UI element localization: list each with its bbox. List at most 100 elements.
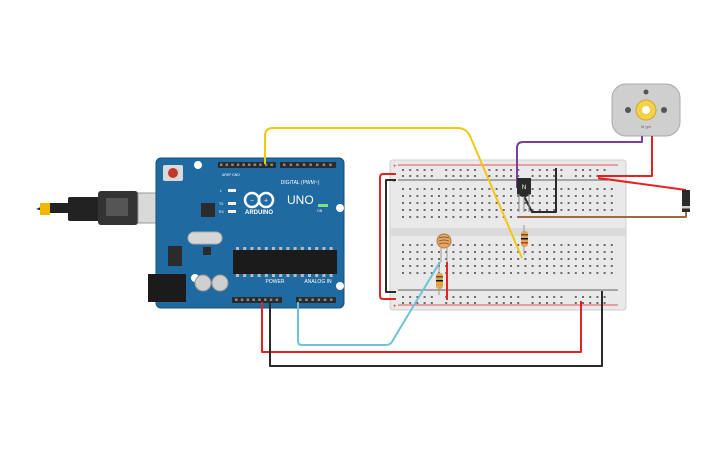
- breadboard-hole: [423, 209, 426, 211]
- chip-pin: [300, 274, 304, 277]
- header-pin: [330, 298, 333, 301]
- rail-hole: [495, 302, 498, 304]
- wire-black-rail-bridge: [385, 179, 396, 293]
- crystal-oscillator: [187, 231, 223, 245]
- breadboard-hole: [560, 265, 563, 267]
- rail-hole: [603, 302, 606, 304]
- transistor-label: N: [522, 185, 526, 191]
- motor-mount-hole: [643, 89, 649, 95]
- arduino-brand-text: ARDUINO: [245, 210, 273, 216]
- breadboard-hole: [481, 251, 484, 253]
- breadboard-hole: [502, 209, 505, 211]
- breadboard-hole: [574, 272, 577, 274]
- chip-pin: [293, 274, 297, 277]
- breadboard-hole: [430, 195, 433, 197]
- breadboard-hole: [495, 216, 498, 218]
- header-pin: [258, 298, 261, 301]
- breadboard-holes: [402, 169, 613, 304]
- rail-hole: [582, 302, 584, 304]
- rail-hole: [510, 296, 512, 298]
- gnd-label: GND: [232, 173, 240, 177]
- rail-hole: [488, 296, 491, 298]
- header-pin: [316, 163, 319, 166]
- rail-hole: [466, 175, 469, 177]
- breadboard-hole: [481, 209, 484, 211]
- wire-black-transistor-to-ground: [523, 168, 557, 213]
- rail-hole: [409, 302, 412, 304]
- breadboard-hole: [538, 195, 541, 197]
- breadboard-hole: [495, 244, 498, 246]
- breadboard-hole: [531, 244, 534, 246]
- rail-hole: [538, 296, 541, 298]
- breadboard-hole: [603, 272, 606, 274]
- rail-hole: [430, 302, 433, 304]
- breadboard-hole: [502, 244, 505, 246]
- header-pin: [289, 163, 293, 166]
- breadboard-hole: [560, 244, 563, 246]
- breadboard-hole: [488, 202, 491, 204]
- breadboard-hole: [524, 265, 527, 267]
- breadboard-hole: [466, 265, 469, 267]
- rail-hole: [553, 296, 556, 298]
- breadboard-hole: [538, 251, 541, 253]
- dc-motor: M gm: [611, 83, 681, 137]
- breadboard-hole: [495, 272, 498, 274]
- arduino-logo: − +: [243, 191, 275, 209]
- breadboard-hole: [423, 258, 426, 260]
- breadboard-hole: [452, 272, 455, 274]
- led-tx: [228, 202, 236, 205]
- breadboard-hole: [574, 209, 577, 211]
- usb-cable-grip: [68, 197, 100, 221]
- rail-hole: [574, 296, 577, 298]
- power-header: [232, 297, 282, 303]
- breadboard-hole: [596, 202, 599, 204]
- breadboard-hole: [402, 272, 404, 274]
- rail-hole: [538, 175, 541, 177]
- breadboard-hole: [531, 251, 534, 253]
- rail-hole: [582, 175, 584, 177]
- breadboard-hole: [430, 216, 433, 218]
- chip-pin: [329, 274, 333, 277]
- npn-transistor: N: [517, 178, 531, 212]
- breadboard-hole: [481, 202, 484, 204]
- rail-hole: [488, 169, 491, 171]
- breadboard-hole: [582, 265, 584, 267]
- breadboard-hole: [438, 195, 440, 197]
- resistor-base: [521, 225, 528, 255]
- chip-pin: [264, 274, 268, 277]
- rail-hole: [553, 169, 556, 171]
- breadboard-hole: [481, 258, 484, 260]
- reset-button-cap[interactable]: [168, 168, 178, 178]
- breadboard-hole: [495, 258, 498, 260]
- breadboard-hole: [546, 272, 548, 274]
- breadboard-hole: [603, 244, 606, 246]
- breadboard-hole: [466, 244, 469, 246]
- breadboard-hole: [488, 244, 491, 246]
- breadboard-hole: [495, 188, 498, 190]
- led-on-label: ON: [317, 209, 323, 213]
- breadboard-hole: [502, 188, 505, 190]
- rail-hole: [495, 175, 498, 177]
- breadboard-hole: [452, 188, 455, 190]
- header-pin: [275, 298, 279, 301]
- breadboard-hole: [502, 251, 505, 253]
- chip-pin: [315, 247, 319, 250]
- wire-purple-transistor-to-motor: [516, 136, 643, 188]
- header-pin: [220, 163, 223, 166]
- rail-hole: [531, 296, 534, 298]
- rail-hole: [466, 296, 469, 298]
- breadboard-hole: [538, 244, 541, 246]
- breadboard-hole: [546, 258, 548, 260]
- breadboard-hole: [510, 251, 512, 253]
- breadboard-hole: [474, 251, 476, 253]
- breadboard-hole: [510, 244, 512, 246]
- breadboard-hole: [610, 195, 613, 197]
- breadboard-hole: [402, 216, 404, 218]
- header-pin: [283, 163, 286, 166]
- chip-pin: [308, 274, 311, 277]
- breadboard-hole: [524, 272, 527, 274]
- rail-hole: [452, 175, 455, 177]
- chip-pin: [279, 274, 283, 277]
- breadboard-hole: [474, 216, 476, 218]
- power-jack: [148, 274, 186, 302]
